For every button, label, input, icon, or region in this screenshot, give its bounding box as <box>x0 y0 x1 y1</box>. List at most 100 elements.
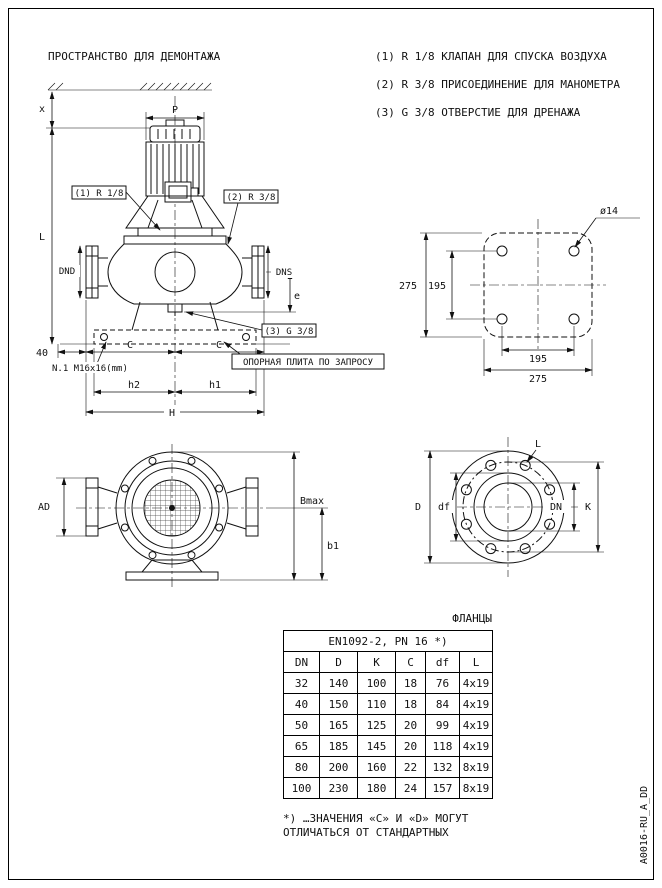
dim-label-ad: AD <box>38 502 50 513</box>
table-row: 32 140 100 18 76 4x19 <box>283 672 493 694</box>
front-view: AD Bmax b1 <box>38 444 339 588</box>
col-header-df: df <box>425 651 460 673</box>
table-cell: 4x19 <box>459 693 493 715</box>
dim-label-l: L <box>39 232 45 243</box>
document-code: A0016-RU_A_DD <box>639 785 650 865</box>
dim-label-275-v: 275 <box>399 281 417 292</box>
table-row-standard: EN1092-2, PN 16 *) <box>283 630 493 652</box>
col-header-c: C <box>395 651 426 673</box>
dim-label-dnd: DND <box>59 267 75 277</box>
dim-label-hole-dia: ø14 <box>600 206 618 217</box>
table-cell: 8x19 <box>459 777 493 799</box>
plate-extension-lines <box>420 217 640 376</box>
table-cell: 100 <box>283 777 320 799</box>
dim-label-c-left: C <box>127 340 133 351</box>
dim-label-x: x <box>39 104 45 115</box>
table-cell: 22 <box>395 756 426 778</box>
flange-table-title: ФЛАНЦЫ <box>452 612 492 625</box>
dim-label-195-v: 195 <box>428 281 446 292</box>
table-cell: 180 <box>357 777 396 799</box>
dim-label-c-right: C <box>216 340 222 351</box>
dim-label-195-h: 195 <box>529 354 547 365</box>
table-header-row: DN D K C df L <box>283 651 493 673</box>
dim-label-b1: b1 <box>327 541 339 552</box>
table-cell: 65 <box>283 735 320 757</box>
table-cell: 76 <box>425 672 460 694</box>
shaft-center <box>169 505 175 511</box>
note-air-valve: (1) R 1/8 КЛАПАН ДЛЯ СПУСКА ВОЗДУХА <box>375 50 607 63</box>
table-cell: 140 <box>319 672 358 694</box>
main-view-leader-lines <box>95 191 263 367</box>
table-cell: 100 <box>357 672 396 694</box>
dim-label-dn: DN <box>550 502 562 513</box>
table-cell: 118 <box>425 735 460 757</box>
col-header-l: L <box>459 651 493 673</box>
dim-label-40: 40 <box>36 348 48 359</box>
table-cell: 24 <box>395 777 426 799</box>
front-extension-lines <box>56 451 328 581</box>
plate-view: ø14 275 195 195 275 <box>399 206 640 385</box>
table-cell: 165 <box>319 714 358 736</box>
dim-label-h1: h1 <box>209 380 221 391</box>
table-cell: 99 <box>425 714 460 736</box>
callout-drain: (3) G 3/8 <box>265 327 314 337</box>
dim-label-d: D <box>415 502 421 513</box>
table-row: 100 230 180 24 157 8x19 <box>283 777 493 799</box>
table-cell: 20 <box>395 735 426 757</box>
main-view: x L P DND DNS e 40 C C h2 h1 H (1) R 1/8… <box>36 82 385 419</box>
table-cell: 157 <box>425 777 460 799</box>
page-frame-border <box>8 8 654 880</box>
table-cell: 18 <box>395 672 426 694</box>
table-cell: 160 <box>357 756 396 778</box>
dim-label-k: K <box>585 502 591 513</box>
callout-manometer: (2) R 3/8 <box>227 193 276 203</box>
dim-label-dns: DNS <box>276 268 292 278</box>
support-plate-note: ОПОРНАЯ ПЛИТА ПО ЗАПРОСУ <box>243 358 374 368</box>
table-cell: 132 <box>425 756 460 778</box>
plate-dimension-lines <box>423 232 593 373</box>
table-row: 65 185 145 20 118 4x19 <box>283 735 493 757</box>
col-header-dn: DN <box>283 651 320 673</box>
table-cell: 185 <box>319 735 358 757</box>
plate-leader-lines <box>574 217 597 248</box>
flange-standard-cell: EN1092-2, PN 16 *) <box>283 630 493 652</box>
front-geometry <box>85 451 259 581</box>
table-cell: 200 <box>319 756 358 778</box>
table-cell: 18 <box>395 693 426 715</box>
col-header-d: D <box>319 651 358 673</box>
dim-label-275-h: 275 <box>529 374 547 385</box>
table-row: 50 165 125 20 99 4x19 <box>283 714 493 736</box>
flange-labels: L D df DN K <box>415 439 597 513</box>
dim-label-e: e <box>294 291 300 302</box>
flange-dimension-lines <box>427 450 601 564</box>
col-header-k: K <box>357 651 396 673</box>
table-cell: 84 <box>425 693 460 715</box>
flange-extension-lines <box>424 450 604 564</box>
table-cell: 110 <box>357 693 396 715</box>
table-cell: 145 <box>357 735 396 757</box>
dim-label-bmax: Bmax <box>300 496 324 507</box>
table-cell: 4x19 <box>459 672 493 694</box>
table-cell: 80 <box>283 756 320 778</box>
table-row: 40 150 110 18 84 4x19 <box>283 693 493 715</box>
table-cell: 32 <box>283 672 320 694</box>
table-cell: 230 <box>319 777 358 799</box>
flange-view: L D df DN K <box>415 437 604 577</box>
table-cell: 4x19 <box>459 714 493 736</box>
table-cell: 150 <box>319 693 358 715</box>
dismantle-space-label: ПРОСТРАНСТВО ДЛЯ ДЕМОНТАЖА <box>48 50 221 63</box>
table-footnote-line1: *) …ЗНАЧЕНИЯ «С» И «D» МОГУТ <box>283 812 469 825</box>
pump-geometry <box>85 119 265 345</box>
dim-label-h2: h2 <box>128 380 140 391</box>
note-manometer: (2) R 3/8 ПРИСОЕДИНЕНИЕ ДЛЯ МАНОМЕТРА <box>375 78 621 91</box>
table-cell: 4x19 <box>459 735 493 757</box>
dim-label-df: df <box>438 502 450 513</box>
dim-label-h: H <box>169 408 175 419</box>
table-footnote-line2: ОТЛИЧАТЬСЯ ОТ СТАНДАРТНЫХ <box>283 826 449 839</box>
note-drain: (3) G 3/8 ОТВЕРСТИЕ ДЛЯ ДРЕНАЖА <box>375 106 581 119</box>
table-cell: 125 <box>357 714 396 736</box>
table-cell: 50 <box>283 714 320 736</box>
table-cell: 20 <box>395 714 426 736</box>
